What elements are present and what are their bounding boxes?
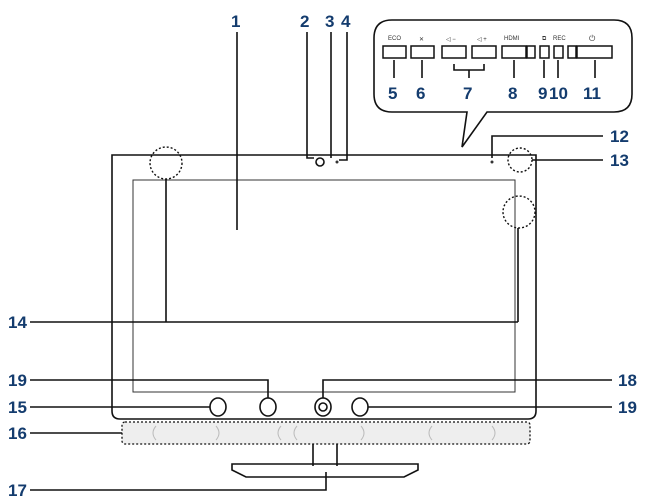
callout-number: 5 [388,84,397,103]
callout-number: 15 [8,398,27,417]
power-led [490,160,494,164]
svg-text:◁ +: ◁ + [477,37,487,43]
svg-text:⧉: ⧉ [542,36,547,42]
input-button[interactable] [410,45,435,59]
power-button[interactable] [576,45,613,59]
mic-right-marker [502,195,536,229]
callout-number: 19 [8,371,27,390]
sensor-marker [507,147,533,173]
front-button-19-right [351,397,369,417]
svg-text:⏻: ⏻ [589,34,596,43]
eco-button[interactable] [382,45,407,59]
callout-number: 16 [8,424,27,443]
callout-number: 7 [463,84,472,103]
callout-number: 14 [8,313,27,332]
callout-number: 17 [8,481,27,499]
button-callout-bubble [373,19,633,148]
svg-text:✕: ✕ [419,37,424,43]
rec-label: REC [553,36,566,42]
camera [315,157,325,167]
callout-number: 4 [341,12,351,31]
callout-number: 2 [300,12,309,31]
callout-number: 6 [416,84,425,103]
callout-number: 19 [618,398,637,417]
camera-led [335,160,339,164]
callout-number: 1 [231,12,240,31]
eco-label: ECO [388,36,401,42]
callout-number: 11 [583,84,601,103]
rec-button[interactable] [553,45,564,59]
control-buttons [382,45,613,59]
callout-number: 9 [538,84,547,103]
speaker-bar [121,421,531,445]
capture-button[interactable] [539,45,550,59]
front-button-15 [209,397,227,417]
stand-base [231,463,419,478]
screen [132,179,516,393]
front-button-19-left [259,397,277,417]
svg-text:◁ −: ◁ − [446,37,456,43]
hdmi-label: HDMI [504,36,520,42]
volume-down-button[interactable] [441,45,467,59]
callout-number: 10 [549,84,568,103]
callout-number: 3 [325,12,334,31]
volume-up-button[interactable] [471,45,497,59]
front-button-18 [314,397,332,417]
callout-number: 12 [610,127,629,146]
callout-number: 18 [618,371,637,390]
callout-number: 8 [508,84,517,103]
callout-number: 13 [610,151,629,170]
stand-neck [312,444,338,466]
hdmi-button[interactable] [501,45,527,59]
mic-left-marker [149,146,183,180]
monitor-bezel [111,154,537,420]
